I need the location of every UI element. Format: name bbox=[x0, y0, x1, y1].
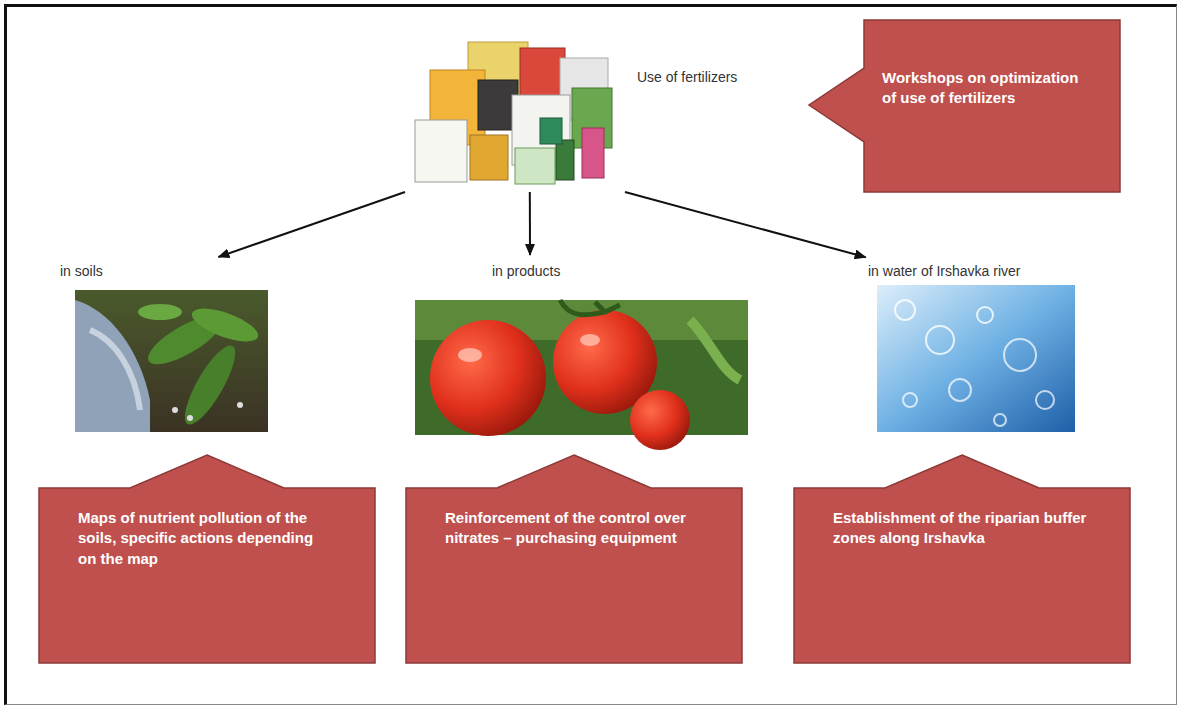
flow-arrow bbox=[218, 192, 405, 257]
node-label: in products bbox=[492, 262, 732, 281]
action-text: Reinforcement of the control over nitrat… bbox=[445, 508, 700, 549]
flow-arrow bbox=[625, 192, 866, 257]
node-label: in water of Irshavka river bbox=[868, 262, 1076, 281]
arrow-box-fill bbox=[39, 455, 375, 663]
action-arrow-box: Workshops on optimization of use of fert… bbox=[808, 20, 1120, 192]
action-text: Establishment of the riparian buffer zon… bbox=[833, 508, 1088, 549]
source-node: Use of fertilizers bbox=[405, 38, 800, 192]
action-text: Maps of nutrient pollution of the soils,… bbox=[78, 508, 333, 569]
action-arrow-box: Maps of nutrient pollution of the soils,… bbox=[38, 454, 376, 664]
arrow-box-outline bbox=[793, 454, 1131, 664]
action-arrow-box: Reinforcement of the control over nitrat… bbox=[405, 454, 743, 664]
arrow-box-fill bbox=[794, 455, 1130, 663]
target-node: in soils bbox=[55, 258, 275, 436]
action-text: Workshops on optimization of use of fert… bbox=[882, 68, 1087, 109]
fertilizer-packages bbox=[415, 42, 612, 184]
water-photo bbox=[877, 285, 1075, 432]
arrow-box-fill bbox=[809, 20, 1120, 192]
node-label: Use of fertilizers bbox=[637, 68, 787, 87]
arrow-box-outline bbox=[405, 454, 743, 664]
node-label: in soils bbox=[60, 262, 260, 281]
flow-arrow bbox=[529, 192, 531, 255]
action-arrow-box: Establishment of the riparian buffer zon… bbox=[793, 454, 1131, 664]
soil-photo bbox=[75, 290, 268, 432]
tomato-photo bbox=[415, 300, 748, 450]
target-node: in water of Irshavka river bbox=[862, 258, 1080, 436]
arrow-box-fill bbox=[406, 455, 742, 663]
target-node: in products bbox=[410, 258, 750, 438]
